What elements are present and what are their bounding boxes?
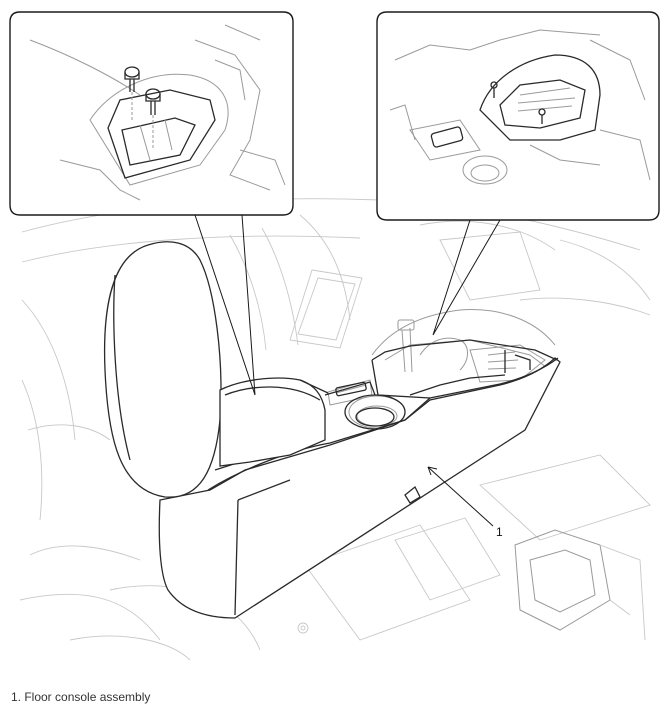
bolt-icon bbox=[145, 88, 161, 148]
callout-shift-bolts bbox=[376, 11, 660, 336]
callout-number-1: 1 bbox=[496, 525, 503, 539]
legend-item-1: 1. Floor console assembly bbox=[11, 690, 151, 704]
floor-console-assembly bbox=[103, 241, 561, 619]
callout-1: 1 bbox=[427, 466, 503, 539]
callout-armrest-bolts bbox=[9, 11, 294, 396]
screw-icon bbox=[538, 108, 546, 124]
vehicle-interior-background bbox=[19, 198, 651, 661]
screw-icon bbox=[490, 81, 498, 98]
bolt-icon bbox=[124, 66, 140, 122]
